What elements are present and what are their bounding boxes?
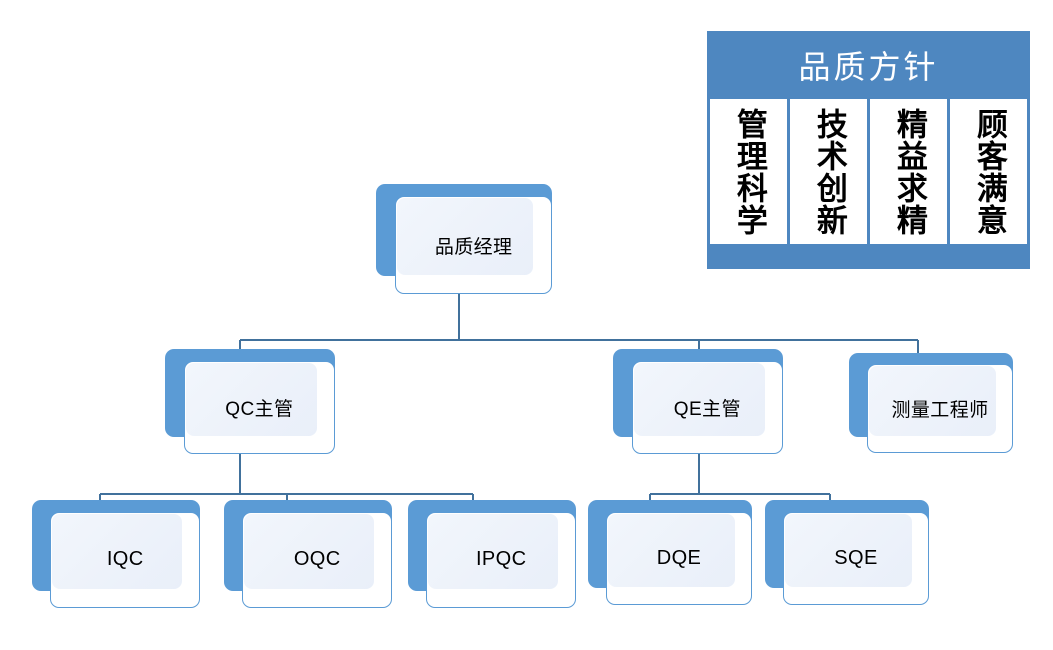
- org-node-label: IPQC: [475, 548, 527, 571]
- node-panel: [608, 513, 735, 587]
- policy-cell-text: 管理科学: [730, 107, 767, 236]
- org-node-qe-supervisor[interactable]: QE主管: [613, 349, 783, 454]
- policy-cell-text: 顾客满意: [970, 107, 1007, 236]
- node-card: [50, 511, 200, 608]
- org-node-label: DQE: [656, 546, 702, 569]
- org-node-sqe[interactable]: SQE: [765, 500, 929, 605]
- policy-cell-lean-excellence: 精益求精: [870, 99, 947, 244]
- org-node-label: QE主管: [673, 398, 741, 420]
- org-node-label: QC主管: [225, 398, 294, 420]
- node-card: [395, 196, 552, 294]
- org-node-label: SQE: [834, 546, 878, 569]
- org-node-label: 测量工程师: [891, 400, 989, 421]
- policy-cell-text: 精益求精: [890, 107, 927, 236]
- org-node-ipqc[interactable]: IPQC: [408, 500, 576, 608]
- quality-policy-title: 品质方针: [798, 49, 939, 85]
- org-node-dqe[interactable]: DQE: [588, 500, 752, 605]
- org-node-qc-supervisor[interactable]: QC主管: [165, 349, 335, 454]
- quality-policy-columns: 管理科学 技术创新 精益求精 顾客满意: [710, 99, 1027, 244]
- node-panel: [397, 198, 534, 275]
- node-panel: [185, 362, 318, 436]
- node-panel: [633, 362, 766, 436]
- org-node-label: IQC: [106, 548, 144, 571]
- policy-cell-management-science: 管理科学: [710, 99, 787, 244]
- node-card: [783, 511, 929, 605]
- node-card: [606, 511, 752, 605]
- node-card: [242, 511, 392, 608]
- node-card: [426, 511, 576, 608]
- node-card: [631, 360, 783, 454]
- node-panel: [428, 513, 559, 590]
- node-panel: [244, 513, 375, 590]
- quality-policy-table: 品质方针 管理科学 技术创新 精益求精 顾客满意: [707, 31, 1030, 269]
- org-node-oqc[interactable]: OQC: [224, 500, 392, 608]
- policy-cell-tech-innovation: 技术创新: [790, 99, 867, 244]
- node-card: [183, 360, 335, 454]
- policy-cell-customer-satisfaction: 顾客满意: [950, 99, 1027, 244]
- org-node-label: 品质经理: [434, 236, 513, 258]
- node-card: [867, 364, 1013, 453]
- org-node-measurement-engineer[interactable]: 测量工程师: [849, 353, 1013, 453]
- org-node-iqc[interactable]: IQC: [32, 500, 200, 608]
- policy-cell-text: 技术创新: [810, 107, 847, 236]
- node-panel: [869, 366, 996, 436]
- node-panel: [785, 513, 912, 587]
- org-node-label: OQC: [293, 548, 341, 571]
- node-panel: [52, 513, 183, 590]
- org-node-root[interactable]: 品质经理: [376, 184, 552, 294]
